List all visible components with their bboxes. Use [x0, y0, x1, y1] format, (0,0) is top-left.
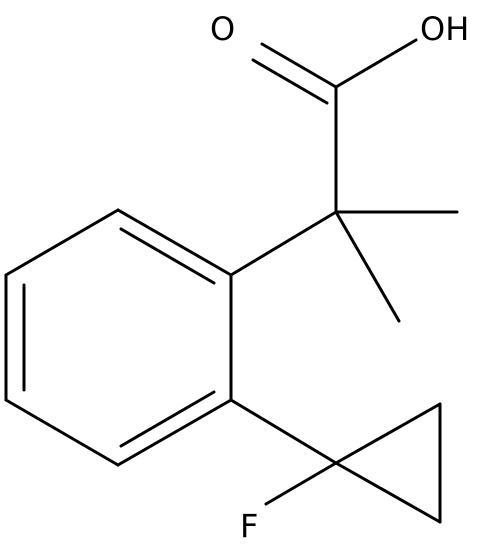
cyclopropyl-bond-top — [334, 402, 442, 465]
bond-c-f — [264, 461, 338, 506]
ring-bond-c4-c5 — [4, 398, 120, 467]
bond-ring-to-cyclopropyl — [229, 398, 338, 465]
bond-methyl-down — [334, 210, 401, 323]
oxygen-carbonyl-label: O — [210, 10, 235, 48]
bond-carboxyl-c-to-oh — [334, 38, 418, 89]
ring-bond-c5-c6 — [116, 398, 233, 467]
fluorocyclopropyl-group — [229, 398, 442, 524]
hydroxyl-label: OH — [420, 10, 469, 48]
ring-bond-c2-c3 — [4, 208, 120, 277]
cyclopropyl-bond-bottom — [334, 461, 442, 524]
ring-bond-c1-c2-inner — [119, 227, 216, 285]
bond-carbonyl-outer — [260, 42, 338, 89]
bond-carbonyl-inner — [251, 58, 329, 105]
fluorine-label: F — [240, 507, 258, 545]
bond-ring-to-quaternary-c — [229, 210, 338, 277]
ring-bond-c5-c6-inner — [119, 390, 216, 448]
dimethyl-acetic-acid-group — [229, 38, 459, 323]
ring-bond-c1-c2 — [116, 208, 233, 277]
benzene-ring — [4, 208, 233, 467]
